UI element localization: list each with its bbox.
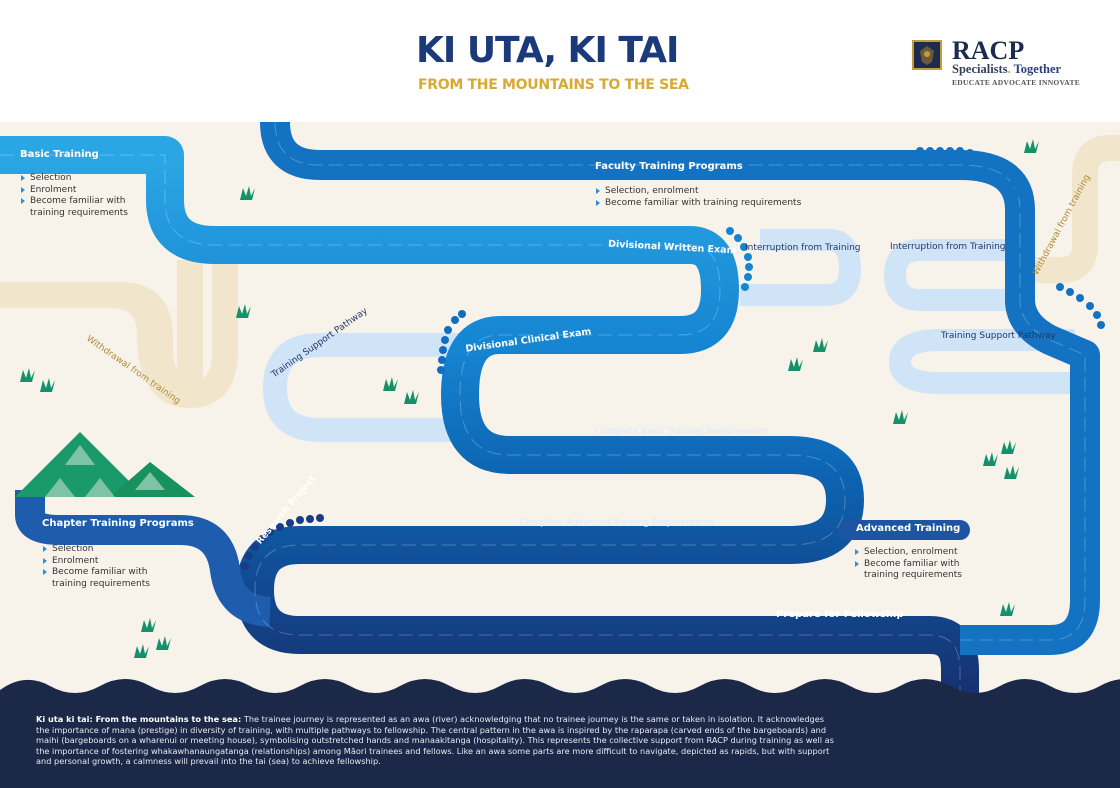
withdrawal-path-left <box>0 255 238 409</box>
list-item: Become familiar with training requiremen… <box>42 567 167 590</box>
footer-description: Ki uta ki tai: From the mountains to the… <box>0 702 1120 788</box>
racp-crest-icon <box>912 40 942 70</box>
stage-chapter-training[interactable]: Chapter Training Programs <box>42 518 194 529</box>
advanced-training-list: Selection, enrolment Become familiar wit… <box>854 547 982 582</box>
logo-motto: EDUCATE ADVOCATE INNOVATE <box>952 78 1081 87</box>
list-item: Selection, enrolment <box>595 186 801 198</box>
list-item: Selection, enrolment <box>854 547 982 559</box>
list-item: Selection <box>20 173 150 185</box>
mountains-left <box>15 432 195 497</box>
rapids-faculty <box>916 147 1105 329</box>
list-item: Become familiar with training requiremen… <box>595 198 801 210</box>
list-item: Become familiar with training requiremen… <box>20 196 145 219</box>
rapids-written-exam <box>726 227 753 291</box>
interruption-label-1[interactable]: Interruption from Training <box>745 243 861 253</box>
logo-tagline: Specialists. Together <box>952 62 1062 76</box>
sea-waves <box>0 679 1120 702</box>
stage-basic-training[interactable]: Basic Training <box>20 149 99 160</box>
list-item: Enrolment <box>20 185 150 197</box>
support-pathway-2 <box>888 329 1075 394</box>
footer-body: The trainee journey is represented as an… <box>36 714 834 766</box>
grass-tufts <box>20 139 1039 658</box>
journey-canvas: Basic Training Selection Enrolment Becom… <box>0 122 1120 702</box>
stage-faculty-training[interactable]: Faculty Training Programs <box>595 161 743 172</box>
rapids-research <box>241 514 324 570</box>
support-pathway-1 <box>262 333 460 442</box>
interruption-pathway-2 <box>883 239 1010 311</box>
basic-training-list: Selection Enrolment Become familiar with… <box>20 173 150 219</box>
withdrawal-path-right <box>1030 135 1120 283</box>
milestone-prepare-fellowship[interactable]: Prepare for Fellowship <box>776 609 904 620</box>
faculty-training-list: Selection, enrolment Become familiar wit… <box>595 186 801 209</box>
chapter-river <box>15 490 272 627</box>
milestone-complete-advanced[interactable]: Complete Advanced Training Requirements <box>520 518 715 528</box>
stage-advanced-training[interactable]: Advanced Training <box>856 523 961 534</box>
milestone-complete-basic[interactable]: Complete Basic Training Requirements <box>595 427 769 437</box>
river-illustration <box>0 122 1120 702</box>
footer-heading: Ki uta ki tai: From the mountains to the… <box>36 714 242 724</box>
chapter-training-list: Selection Enrolment Become familiar with… <box>42 544 167 590</box>
rapids-clinical-exam <box>437 310 466 374</box>
racp-logo[interactable]: RACP Specialists. Together EDUCATE ADVOC… <box>912 36 1092 90</box>
support-pathway-label-2[interactable]: Training Support Pathway <box>941 331 1056 341</box>
list-item: Enrolment <box>42 556 167 568</box>
faculty-river <box>260 122 1100 655</box>
interruption-label-2[interactable]: Interruption from Training <box>890 242 1006 252</box>
header: KI UTA, KI TAI FROM THE MOUNTAINS TO THE… <box>0 0 1120 122</box>
page-subtitle: FROM THE MOUNTAINS TO THE SEA <box>418 77 689 93</box>
page-title: KI UTA, KI TAI <box>416 30 679 71</box>
footer-text: Ki uta ki tai: From the mountains to the… <box>36 714 836 767</box>
interruption-pathway-1 <box>740 229 862 306</box>
logo-name: RACP <box>952 36 1025 65</box>
list-item: Selection <box>42 544 167 556</box>
list-item: Become familiar with training requiremen… <box>854 559 982 582</box>
